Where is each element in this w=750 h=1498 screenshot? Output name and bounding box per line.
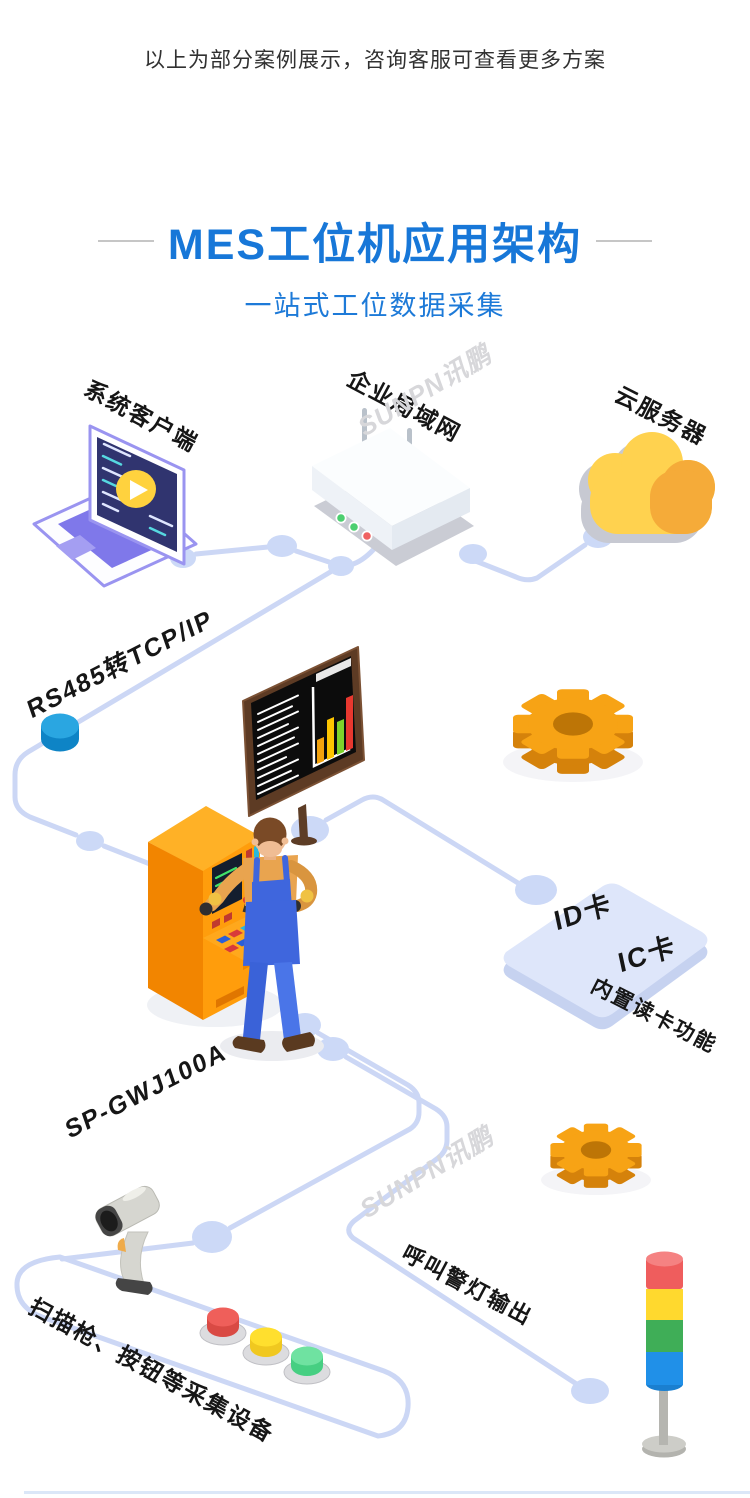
scanner-icon: [95, 1185, 160, 1295]
display-board-icon: [242, 646, 365, 846]
gear-icon: [541, 1123, 651, 1195]
push-button-green: [283, 1346, 331, 1385]
connector-loop: [14, 1254, 411, 1439]
connector-node: [76, 831, 104, 851]
connector-line: [193, 544, 271, 557]
connector-node: [515, 875, 557, 905]
connector-line: [323, 794, 521, 886]
push-button-yellow: [242, 1327, 290, 1366]
connector-line: [293, 548, 332, 565]
connector-node: [571, 1378, 609, 1404]
converter-disc-icon: [41, 713, 79, 752]
connector-node: [192, 1221, 232, 1253]
connector-line: [343, 1054, 578, 1386]
connector-line: [227, 1030, 422, 1231]
router-leds: [335, 512, 373, 542]
worker-figure: [199, 817, 318, 1053]
connector-network: [12, 542, 588, 1439]
gear-icon: [503, 689, 643, 782]
page-subtitle: 一站式工位数据采集: [244, 291, 506, 321]
card-slab-icon: [503, 883, 708, 1030]
screen-bar-chart: [311, 686, 353, 768]
screen-text-lines: [257, 694, 299, 795]
stack-light-icon: [642, 1251, 686, 1458]
bottom-divider: [24, 1491, 750, 1494]
title-divider-left: [97, 240, 154, 242]
connector-line: [12, 568, 335, 838]
connector-line: [101, 843, 153, 867]
title-block: MES工位机应用架构: [0, 210, 750, 272]
router-icon: [312, 408, 474, 566]
connector-node: [328, 556, 354, 576]
connector-line: [470, 542, 588, 583]
cloud-icon: [579, 432, 715, 543]
connector-node: [267, 535, 297, 557]
page-title: MES工位机应用架构: [167, 221, 583, 269]
connector-line: [347, 546, 377, 568]
header-note: 以上为部分案例展示，咨询客服可查看更多方案: [144, 49, 606, 72]
title-divider-right: [596, 240, 653, 242]
connector-node: [459, 544, 487, 564]
connector-node: [317, 1037, 349, 1061]
laptop-icon: [32, 424, 198, 588]
push-button-red: [199, 1307, 247, 1346]
